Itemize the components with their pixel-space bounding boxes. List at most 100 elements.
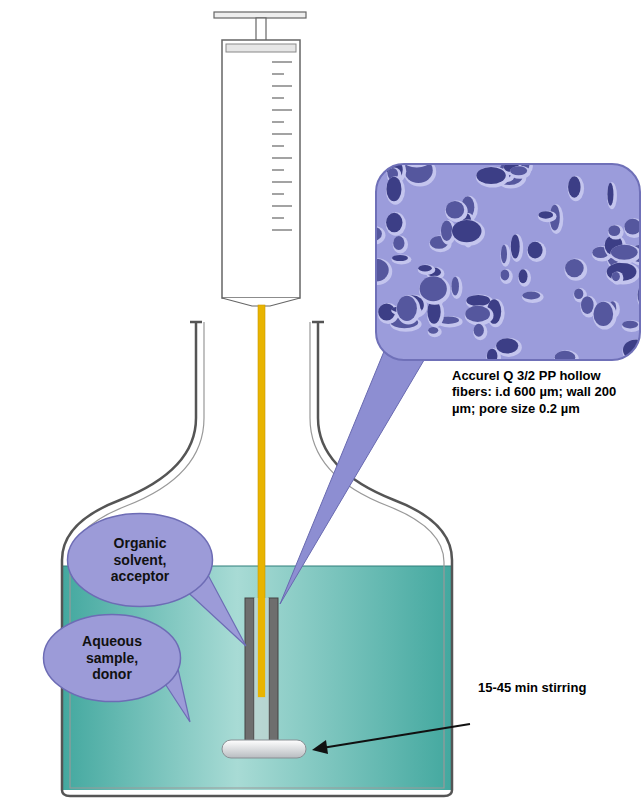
pore — [496, 338, 518, 353]
pore — [528, 242, 543, 259]
membrane-pores — [376, 164, 640, 360]
pore — [555, 351, 576, 360]
pore-rim — [500, 269, 513, 284]
annotation-label: 15-45 min stirring — [478, 680, 618, 696]
pore — [466, 295, 490, 306]
pore-rim — [538, 211, 557, 223]
graduation-mark — [272, 229, 292, 230]
pore-rim — [522, 291, 544, 303]
graduation-mark — [272, 121, 284, 122]
pore-rim — [624, 218, 640, 238]
syringe-needle — [258, 305, 265, 697]
pore — [465, 306, 490, 322]
callout-text: Aqueous sample, donor — [70, 633, 154, 683]
pore — [376, 259, 389, 282]
pore — [612, 272, 620, 281]
pore — [501, 245, 507, 263]
pore — [476, 167, 505, 184]
pore-rim — [565, 258, 588, 280]
plunger-seal — [226, 44, 296, 52]
graduation-mark — [272, 145, 284, 146]
pore-rim — [392, 254, 412, 264]
pore — [568, 176, 580, 197]
pore-rim — [518, 269, 531, 287]
pore — [392, 255, 408, 261]
pore-rim — [386, 176, 405, 204]
graduation-mark — [272, 217, 284, 218]
bubble-ellipse — [44, 615, 181, 702]
pore — [565, 259, 584, 277]
micrograph-frame — [376, 164, 640, 360]
pore-rim — [500, 244, 510, 266]
syringe-needle — [258, 598, 265, 697]
pore-rim — [607, 182, 617, 209]
pore — [607, 183, 613, 206]
membrane-micrograph — [376, 164, 640, 360]
pore-rim — [608, 225, 624, 240]
pore-rim — [465, 305, 494, 325]
graduation-mark — [272, 181, 292, 182]
pore — [538, 211, 553, 219]
pore-rim — [610, 244, 640, 263]
magnifier-pointer — [280, 332, 430, 604]
pore — [452, 220, 481, 242]
graduation-mark — [272, 169, 284, 170]
graduation-marks — [272, 62, 292, 230]
pore — [574, 289, 583, 299]
pore-rim — [451, 276, 463, 299]
pore-rim — [418, 264, 436, 274]
pore-rim — [510, 234, 523, 262]
pore — [441, 220, 453, 241]
pore-rim — [386, 212, 406, 235]
vial-outline — [62, 322, 452, 796]
arrow-head — [312, 740, 328, 754]
pore-rim — [606, 262, 640, 285]
pore — [510, 166, 527, 175]
graduation-mark — [272, 61, 292, 62]
pore-rim — [554, 350, 579, 360]
graduation-mark — [272, 97, 284, 98]
bubble-ellipse — [68, 514, 213, 607]
pore — [593, 302, 613, 326]
pore-rim — [445, 201, 468, 222]
leader-arrow — [322, 724, 470, 748]
graduation-mark — [272, 133, 292, 134]
pore-rim — [496, 338, 522, 357]
pore — [386, 213, 402, 232]
pore-rim — [568, 176, 584, 201]
pore — [487, 349, 498, 360]
hollow-fiber-wall — [269, 598, 278, 744]
pore-rim — [452, 219, 485, 245]
pore-rim — [396, 295, 420, 324]
pore — [511, 234, 520, 258]
pore — [622, 321, 638, 329]
graduation-mark — [272, 193, 284, 194]
pore — [500, 270, 509, 281]
pore — [522, 292, 540, 300]
pore-rim — [393, 236, 408, 254]
pore-rim — [593, 301, 617, 329]
pore — [397, 296, 417, 321]
pore — [474, 324, 484, 337]
vial-inner-wall — [70, 322, 444, 788]
pore — [418, 265, 432, 271]
pore — [393, 236, 404, 250]
pore — [428, 327, 438, 334]
pore-rim — [428, 326, 442, 337]
fiber-lumen — [254, 598, 269, 744]
pore-rim — [404, 164, 437, 186]
pore-rim — [473, 323, 487, 340]
pore-rim — [419, 276, 450, 305]
pore — [446, 201, 465, 218]
stir-bar — [222, 740, 306, 758]
pore-rim — [611, 271, 623, 284]
pore — [451, 277, 459, 296]
syringe-barrel — [222, 40, 300, 298]
pore-rim — [622, 320, 640, 332]
graduation-mark — [272, 73, 284, 74]
graduation-mark — [272, 157, 292, 158]
annotation-label: Accurel Q 3/2 PP hollow fibers: i.d 600 … — [452, 368, 638, 417]
pore — [386, 177, 401, 201]
callout-bubble: Aqueous sample, donor — [42, 613, 182, 703]
pore — [581, 296, 594, 314]
